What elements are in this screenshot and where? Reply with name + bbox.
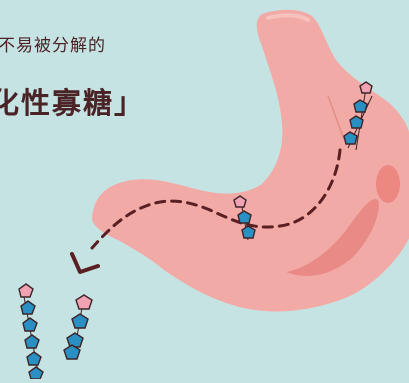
- sugar-molecule-chain-icon: [19, 284, 43, 379]
- title-text: 化性寡糖」: [0, 80, 145, 122]
- stomach-blush: [376, 165, 400, 203]
- sugar-molecule-chain-icon: [64, 295, 92, 359]
- subtitle-text: 不易被分解的: [0, 31, 106, 56]
- stomach-icon: [92, 10, 409, 312]
